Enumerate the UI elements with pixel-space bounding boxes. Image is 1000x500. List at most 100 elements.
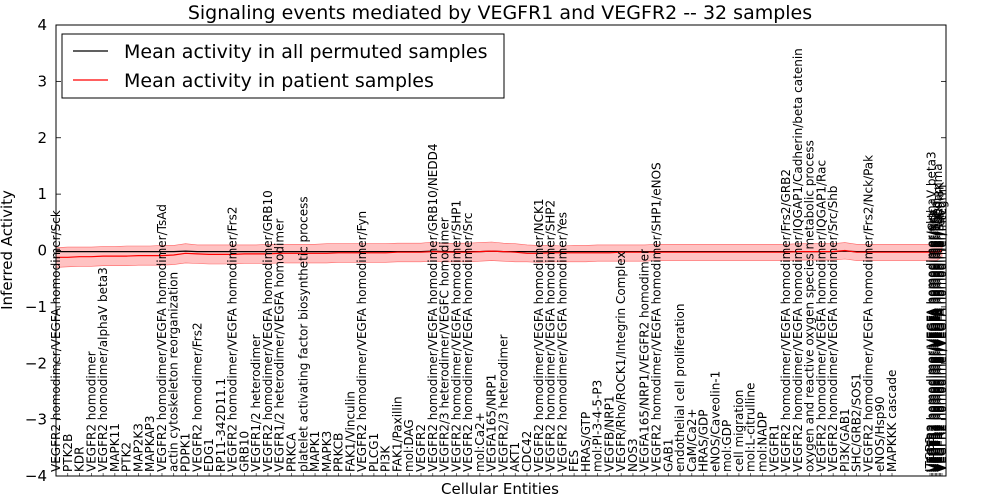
x-tick-label: VEGFR2 homodimer/VEGFA homodimer/Fak (934, 211, 948, 472)
x-tick-label: VEGFR2 homodimer/VEGFA homodimer/Frs2 (226, 207, 240, 473)
x-tick-label: VEGFR1/2 heterodimer (249, 334, 263, 472)
x-tick-label: CaM/Ca2+ (685, 408, 699, 472)
x-tick-label: MAP2K3 (131, 423, 145, 472)
x-tick-label: mol:Ca2+ (473, 412, 487, 472)
x-tick-label: PDPK1 (179, 433, 193, 472)
x-tick-label: eNOS/Caveolin-1 (708, 371, 722, 472)
x-tick-label: VEGFR1 (767, 424, 781, 472)
x-tick-label: VEGFR2 homodimer/VEGFA homodimer/PLCgamm… (931, 163, 945, 472)
y-tick-label: 4 (37, 16, 47, 34)
x-tick-label: MAPK11 (108, 423, 122, 472)
x-tick-label: VEGFR2 homodimer/VEGFA homodimer/Frs2/Nc… (862, 155, 876, 472)
legend-box (61, 33, 505, 99)
x-tick-label: VEGFR1/2 heterodimer/VEGFA homodimer (273, 219, 287, 472)
x-tick-label: VEGFR2 homodimer/VEGFA homodimer/SHP1/eN… (650, 162, 664, 472)
x-tick-label: VEGFR2 homodimer/VEGFA homodimer/Shb (930, 209, 944, 473)
x-tick-label: RP11-342D11.1 (214, 378, 228, 472)
x-tick-label: oxygen and reactive oxygen species metab… (803, 140, 817, 472)
x-tick-label: mol:L-citrulline (744, 383, 758, 472)
x-tick-label: VEGFR2/3 heterodimer/VEGFC homodimer (438, 217, 452, 472)
x-tick-label: VEGFR2 homodimer/VEGFA homodimer/Integri… (935, 185, 949, 472)
x-tick-label: SHC/GRB2/SOS1 (850, 373, 864, 472)
x-tick-label: FAK1/Paxillin (391, 396, 405, 472)
patient-band (55, 241, 943, 268)
x-tick-label: platelet activating factor biosynthetic … (296, 196, 310, 472)
x-tick-label: GAB1 (661, 439, 675, 472)
x-tick-label: cell migration (732, 390, 746, 472)
x-tick-label: PI3K (379, 445, 393, 472)
x-tick-label: MAPK3 (320, 431, 334, 472)
x-tick-label: mol:DAG (402, 419, 416, 472)
x-tick-label: eNOS/Hsp90 (873, 396, 887, 472)
x-tick-label: VEGFR2 homodimer/VEGFA homodimer/NCK1 (532, 198, 546, 472)
x-tick-label: VEGFR2 homodimer/VEGFA homodimer/GRB10 (261, 190, 275, 472)
x-tick-label: VEGFA165/NRP1 (485, 374, 499, 472)
x-tick-label: VEGFR2 homodimer (84, 351, 98, 472)
x-tick-label: VEGFR2 homodimer/Frs2 (190, 322, 204, 472)
x-tick-label: PTK2 (120, 442, 134, 472)
x-tick-label: EDG1 (202, 438, 216, 472)
x-tick-label: VEGFR2 homodimer/VEGFA homodimer/IQGAP1/… (791, 48, 805, 472)
series-patient-line (56, 249, 943, 258)
x-axis-label: Cellular Entities (441, 480, 559, 498)
x-tick-label: VEGFR2 homodimer/VEGFA homodimer/GRB10/N… (426, 143, 440, 472)
x-tick-label: mol:GDP (720, 420, 734, 472)
x-tick-label: VEGFA165/NRP1/VEGFR2 homodimer (638, 249, 652, 472)
legend-label-permuted: Mean activity in all permuted samples (124, 41, 487, 63)
x-tick-label: MAPK1 (308, 431, 322, 472)
x-tick-label: PRKCB (332, 433, 346, 472)
x-tick-label: VEGFR2 homodimer/VEGFA homodimer/Fyn (355, 211, 369, 472)
x-tick-label: MAPKKK cascade (885, 370, 899, 472)
plot-frame (55, 24, 947, 477)
x-tick-label: AKT1 (508, 442, 522, 472)
y-tick-label: −3 (25, 411, 47, 429)
y-tick-label: 3 (37, 72, 47, 90)
x-tick-label: VEGFR2 homodimer/VEGFA homodimer/alphaV … (924, 151, 938, 472)
x-tick-label: VEGFR2 homodimer/VEGFA homodimer/TSAd (928, 201, 942, 472)
x-tick-label: HRAS/GDP (697, 409, 711, 472)
y-axis-label: Inferred Activity (0, 190, 16, 310)
confidence-band (55, 241, 943, 268)
x-tick-label: VEGFR2 homodimer/alphaV beta3 (96, 267, 110, 472)
x-tick-label: VEGFR2 homodimer/VEGFA homodimer/Src/Shb (826, 186, 840, 472)
x-tick-label: VEGFR2 homodimer/VEGFA homodimer/Frs2/GR… (779, 169, 793, 472)
x-tick-label: mol:PI-3-4-5-P3 (591, 380, 605, 472)
chart-title: Signaling events mediated by VEGFR1 and … (188, 2, 812, 24)
x-tick-label: VEGFR2/3 heterodimer (496, 334, 510, 472)
x-tick-label: FAK1/Vinculin (343, 391, 357, 472)
x-tick-label: VEGFR2 homodimer/VEGFA homodimer/SHP2 (544, 200, 558, 472)
y-tick-label: 0 (37, 242, 47, 260)
x-tick-label: mol:NADP (756, 412, 770, 472)
y-tick-label: 1 (37, 185, 47, 203)
x-tick-label: VEGFR/Rho/ROCK1/Integrin Complex (614, 251, 628, 472)
y-tick-label: −4 (25, 467, 47, 485)
x-tick-label: VEGFR2 homodimer/VEGFA homodimer/SHP1 (449, 200, 463, 472)
x-tick-label: NOS3 (626, 438, 640, 472)
x-tick-label: VEGFR2 (414, 424, 428, 472)
x-tick-label: endothelial cell proliferation (673, 304, 687, 472)
x-tick-label: VEGFB/NRP1 (602, 396, 616, 472)
x-tick-labels: VEGFR2 homodimer/VEGFA homodimer/SckPTK2… (49, 48, 949, 476)
x-tick-label: HRAS/GTP (579, 412, 593, 472)
y-tick-label: 2 (37, 129, 47, 147)
x-tick-label: VEGFR2 homodimer/VEGFA homodimer/Nck (927, 209, 941, 472)
x-tick-label: PI3K/GAB1 (838, 408, 852, 472)
x-tick-label: CDC42 (520, 431, 534, 472)
legend: Mean activity in all permuted samples Me… (61, 33, 505, 99)
x-tick-label: actin cytoskeleton reorganization (167, 272, 181, 472)
x-tick-label: KDR (73, 447, 87, 472)
legend-label-patient: Mean activity in patient samples (124, 70, 434, 92)
x-tick-label: VEGFR2 homodimer/VEGFA homodimer/Yes (555, 212, 569, 472)
x-tick-label: FES (567, 450, 581, 472)
x-tick-label: MAPKAP3 (143, 415, 157, 472)
x-tick-label: GRB10 (237, 431, 251, 472)
x-tick-label: PTK2B (61, 434, 75, 472)
x-tick-label: PRKCA (285, 432, 299, 472)
x-tick-label: VEGFR2 homodimer/VEGFA homodimer/TsAd (155, 204, 169, 472)
x-tick-label: VEGFR2 homodimer/VEGFA homodimer/Src/PI3… (932, 181, 946, 472)
x-tick-label: VEGFR2 homodimer/VEGFA homodimer/Crk (926, 211, 940, 472)
x-tick-label: VEGFR2 homodimer/VEGFA homodimer/IQGAP1/… (814, 160, 828, 472)
x-tick-label: VEGFR2 homodimer/VEGFA homodimer/Src (461, 212, 475, 472)
y-tick-label: −2 (25, 354, 47, 372)
